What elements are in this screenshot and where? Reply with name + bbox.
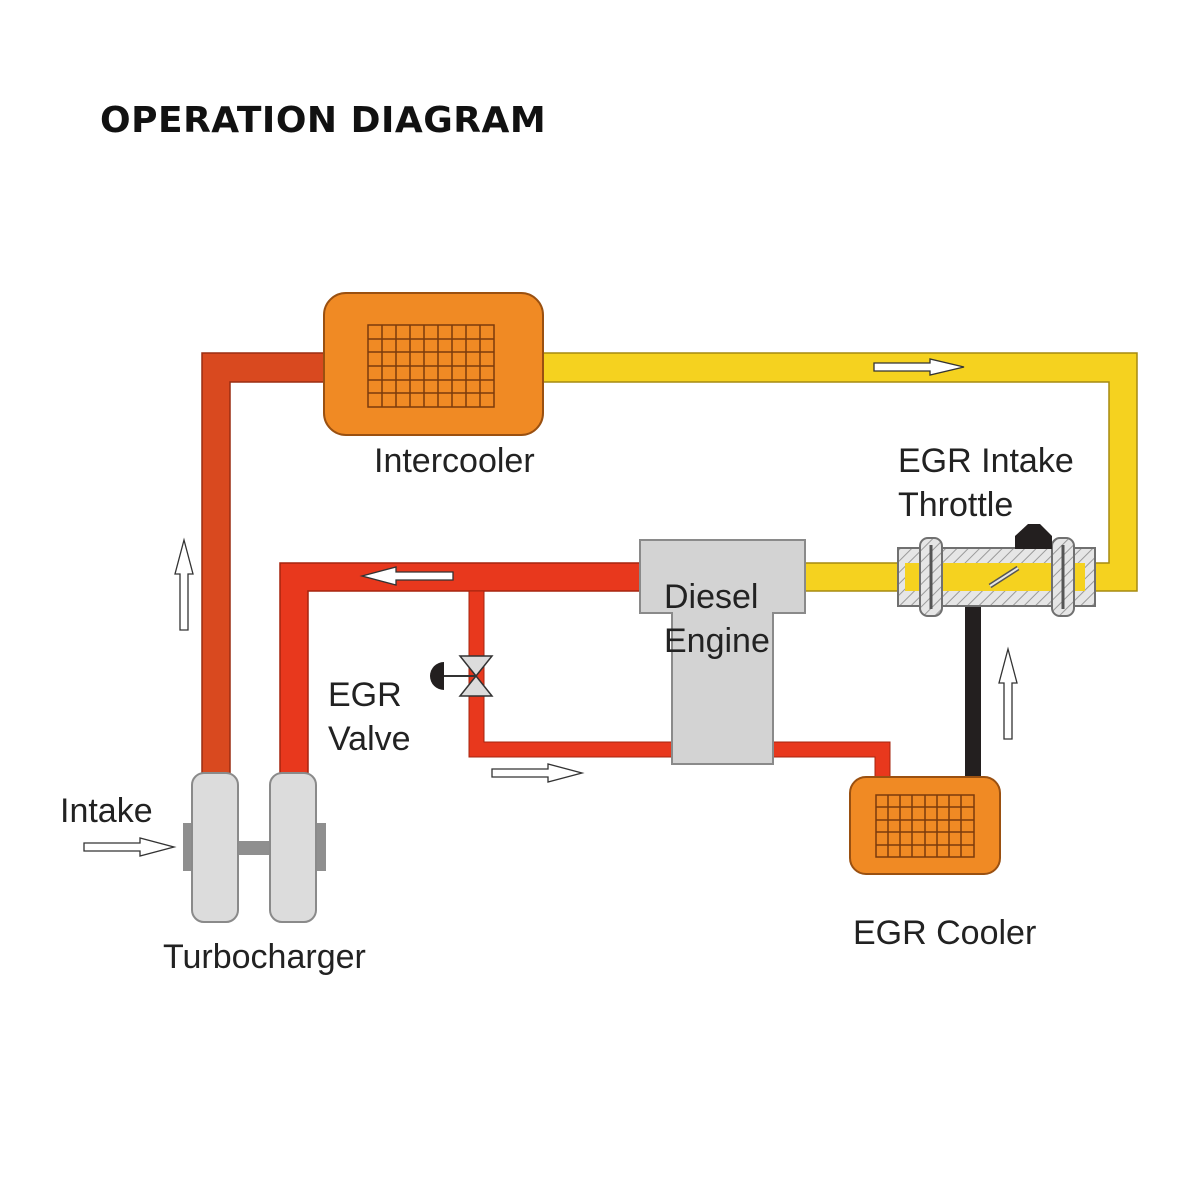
egr-intake-throttle-label-line1: EGR Intake: [898, 442, 1074, 480]
arrow-up-icon: [998, 646, 1018, 740]
intake-label: Intake: [60, 792, 153, 830]
arrow-left-icon: [359, 566, 454, 586]
throttle-actuator: [1015, 524, 1052, 549]
diesel-engine-label-line1: Diesel: [664, 578, 758, 616]
intercooler: [323, 292, 544, 436]
turbocharger: [183, 772, 326, 923]
egr-intake-throttle-label-line2: Throttle: [898, 486, 1013, 524]
arrow-right-icon: [873, 358, 965, 376]
egr-cooler: [849, 776, 1001, 875]
diesel-engine: [639, 539, 806, 765]
egr-valve-label-line2: Valve: [328, 720, 411, 758]
diesel-engine-label-line2: Engine: [664, 622, 770, 660]
arrow-right-icon: [491, 763, 585, 783]
arrow-right-icon: [83, 837, 177, 857]
intercooler-label: Intercooler: [374, 442, 535, 480]
turbine-wheel: [269, 772, 317, 923]
compressor-wheel: [191, 772, 239, 923]
egr-intake-throttle: [897, 524, 1096, 617]
egr-return-pipe: [965, 603, 981, 779]
egr-valve: [430, 655, 494, 697]
page-title: OPERATION DIAGRAM: [100, 100, 547, 141]
egr-valve-label-line1: EGR: [328, 676, 402, 714]
turbocharger-label: Turbocharger: [163, 938, 366, 976]
arrow-up-icon: [174, 537, 194, 631]
egr-cooler-label: EGR Cooler: [853, 914, 1036, 952]
